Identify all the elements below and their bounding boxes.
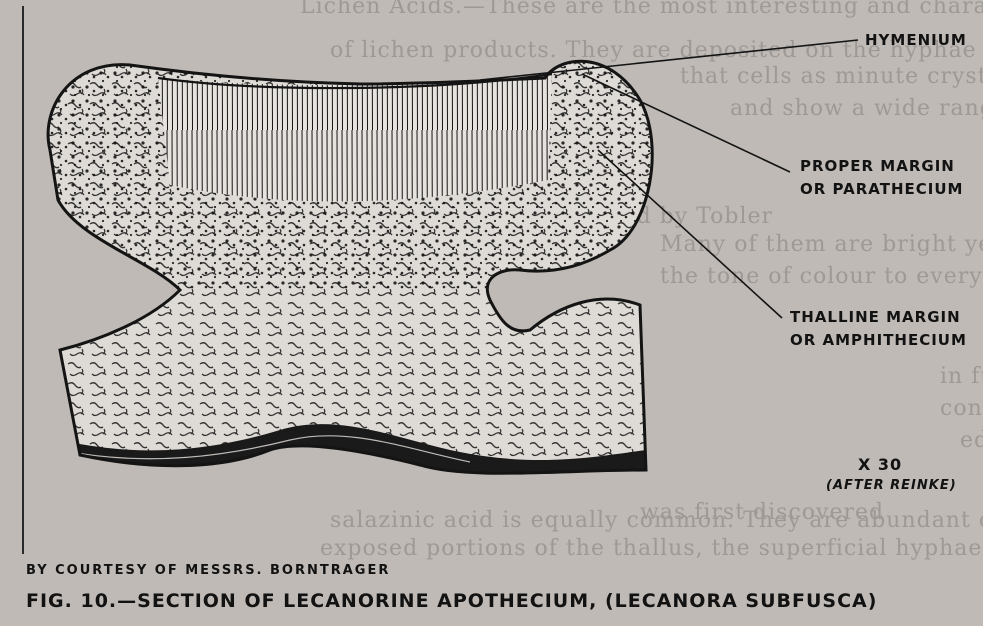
magnification-label: X 30 xyxy=(858,455,902,474)
thalline-margin-label: THALLINE MARGIN xyxy=(790,306,961,328)
amphithecium-label: OR AMPHITHECIUM xyxy=(790,329,967,351)
tissue-section xyxy=(40,50,660,490)
proper-margin-label: PROPER MARGIN xyxy=(800,155,955,177)
parathecium-label: OR PARATHECIUM xyxy=(800,178,963,200)
attribution-label: (AFTER REINKE) xyxy=(826,478,957,493)
hymenium-label: HYMENIUM xyxy=(865,29,967,51)
figure-caption: FIG. 10.—SECTION OF LECANORINE APOTHECIU… xyxy=(26,590,877,612)
courtesy-line: BY COURTESY OF MESSRS. BORNTRAGER xyxy=(26,563,390,578)
